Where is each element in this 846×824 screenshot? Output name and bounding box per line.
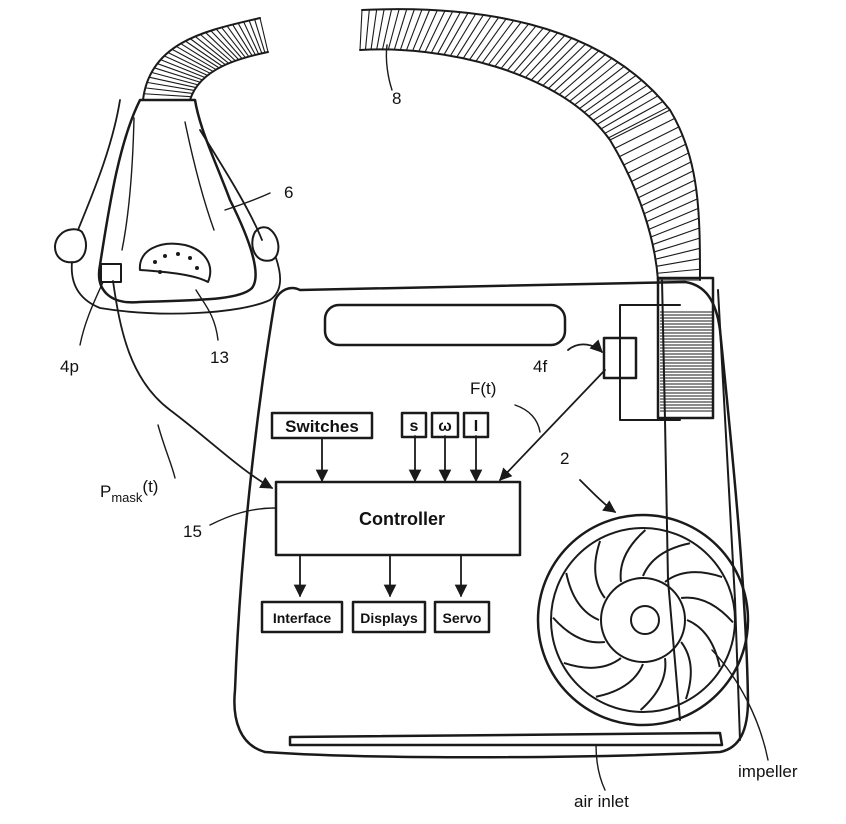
impeller-leader <box>711 649 769 761</box>
ft-leader <box>514 404 541 433</box>
air-inlet-slot <box>288 731 724 747</box>
port-ref-label: 4p <box>60 357 79 376</box>
flow-signal-label: F(t) <box>470 379 496 398</box>
controller-label: Controller <box>359 509 445 529</box>
flow-sensor-box <box>602 336 638 380</box>
controller-ref-label: 15 <box>183 522 202 541</box>
blower-ref-label: 2 <box>560 449 569 468</box>
vent-ref-label: 13 <box>210 348 229 367</box>
omega-label: ω <box>438 418 452 435</box>
mask-leader <box>224 192 271 211</box>
patient-mask <box>54 98 282 315</box>
pressure-port-box <box>100 263 122 283</box>
sensor-ref-label: 4f <box>533 357 547 376</box>
s-box: s <box>400 411 428 439</box>
controller-leader <box>209 507 276 526</box>
interface-box: Interface <box>260 600 344 634</box>
blower-ref-arrow <box>579 479 617 513</box>
port-leader <box>79 281 104 346</box>
device-housing <box>233 280 750 759</box>
handle-slot <box>323 303 567 347</box>
hose-leader <box>385 44 393 91</box>
flow-sensor-assembly <box>602 276 741 741</box>
switches-box: Switches <box>270 411 374 440</box>
omega-box: ω <box>430 411 460 439</box>
switches-label: Switches <box>285 417 359 436</box>
sensor-ribs <box>660 311 712 412</box>
hose-right-ribs <box>359 9 701 281</box>
displays-label: Displays <box>360 610 418 626</box>
vent-leader <box>195 289 219 341</box>
pressure-signal-main: P <box>100 482 111 501</box>
blower-impeller <box>536 513 750 727</box>
pressure-signal-line <box>112 280 274 489</box>
hose-left-ribs <box>143 17 269 101</box>
pressure-signal-sub: mask <box>111 490 143 505</box>
i-box: I <box>462 411 490 439</box>
i-label: I <box>474 418 478 435</box>
pressure-signal-arg: (t) <box>142 477 158 496</box>
controller-box: Controller <box>274 480 522 557</box>
air-inlet-label: air inlet <box>574 792 629 811</box>
impeller-blades <box>552 529 734 711</box>
mask-ref-label: 6 <box>284 183 293 202</box>
displays-box: Displays <box>351 600 427 634</box>
servo-label: Servo <box>443 610 482 626</box>
signal-arrows <box>79 44 769 791</box>
inlet-leader <box>595 744 606 791</box>
servo-box: Servo <box>433 600 491 634</box>
flow-signal-line <box>499 369 606 481</box>
impeller-label: impeller <box>738 762 798 781</box>
pmask-leader <box>157 424 176 479</box>
air-hose <box>142 8 701 281</box>
hose-ref-label: 8 <box>392 89 401 108</box>
s-label: s <box>410 418 419 435</box>
interface-label: Interface <box>273 610 332 626</box>
pressure-signal-label: Pmask(t) <box>100 477 158 505</box>
sensor-ref-arrow <box>567 339 603 353</box>
